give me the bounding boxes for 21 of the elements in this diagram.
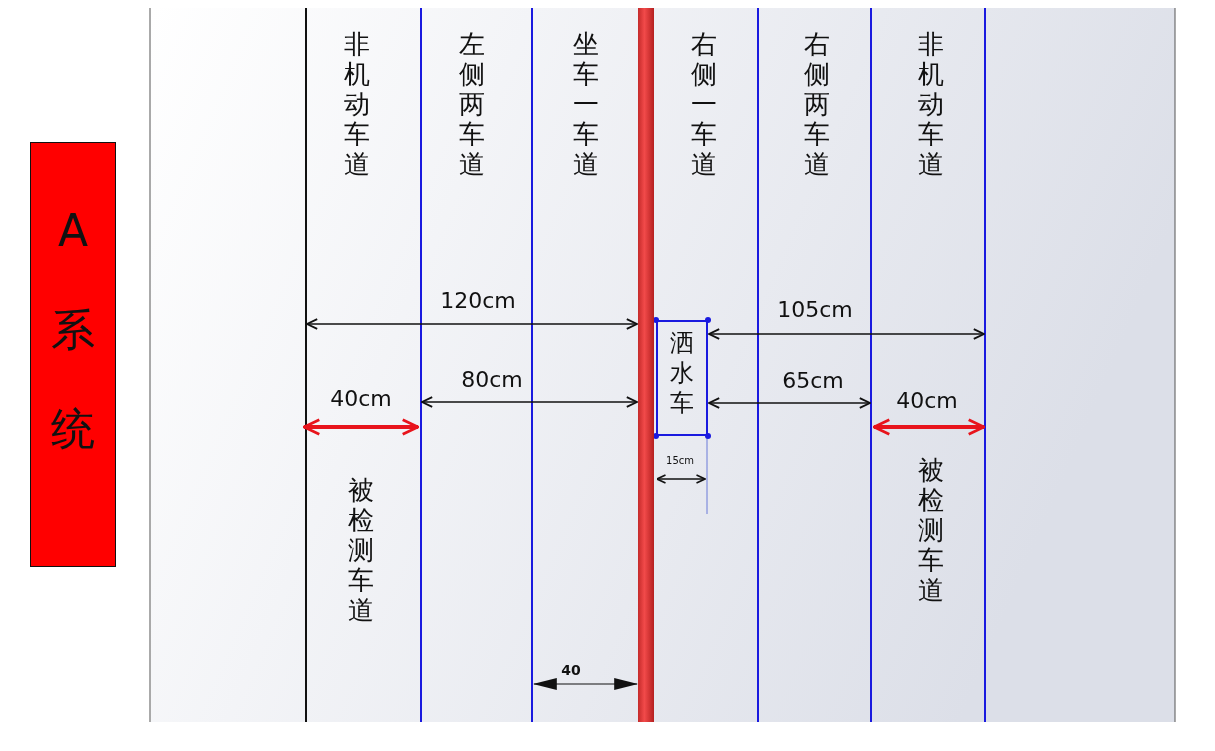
dimension-label: 120cm [440, 288, 516, 313]
lane-label: 非机动车道 [918, 30, 944, 180]
system-label: A系统 [51, 204, 95, 456]
dimension-label: 40cm [896, 388, 958, 413]
lane-label: 非机动车道 [344, 30, 370, 180]
lane-label: 坐车一车道 [573, 30, 599, 180]
lane-label: 左侧两车道 [459, 30, 485, 180]
dimension-label: 40 [561, 662, 581, 678]
vehicle-label: 洒水车 [670, 328, 694, 418]
vehicle-box [656, 320, 708, 436]
median-barrier [638, 8, 654, 722]
dimension-label: 80cm [461, 367, 523, 392]
dimension-label: 65cm [782, 368, 844, 393]
dimension-label: 105cm [777, 297, 853, 322]
dimension-label: 40cm [330, 386, 392, 411]
dimension-label: 15cm [666, 455, 694, 466]
tested-lane-label: 被检测车道 [918, 456, 944, 606]
tested-lane-label: 被检测车道 [348, 476, 374, 626]
lane-label: 右侧两车道 [804, 30, 830, 180]
system-box [30, 142, 116, 567]
lane-label: 右侧一车道 [691, 30, 717, 180]
